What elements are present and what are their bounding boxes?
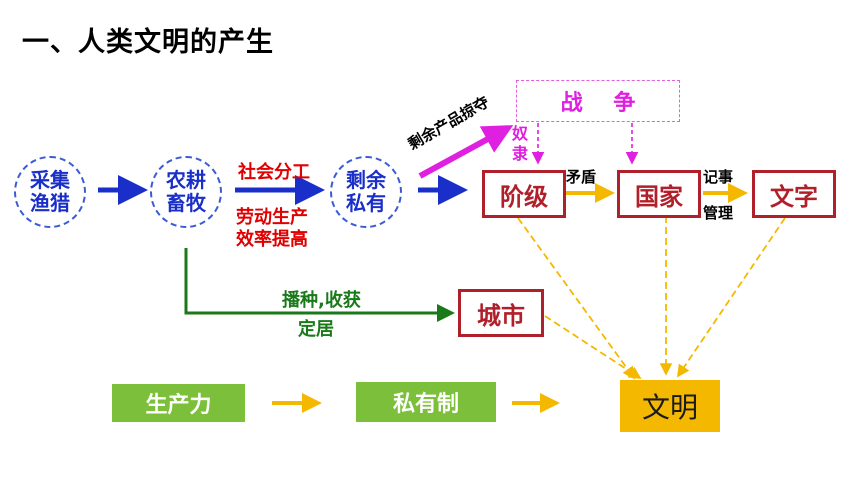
box-private-ownership: 私有制 <box>356 382 496 422</box>
node-farm-herd-line2: 畜牧 <box>166 191 206 215</box>
label-slave-1: 奴 <box>512 124 529 143</box>
label-record: 记事 <box>703 168 734 186</box>
node-surplus-private: 剩余 私有 <box>330 156 402 228</box>
node-writing: 文字 <box>752 170 836 218</box>
box-productivity: 生产力 <box>112 384 245 422</box>
label-productivity: 劳动生产 效率提高 <box>236 207 308 251</box>
node-gather-hunt-line2: 渔猎 <box>30 191 70 215</box>
label-sow-harvest: 播种,收获 <box>282 290 361 311</box>
arrow-farm-to-city <box>184 248 455 322</box>
label-productivity-line1: 劳动生产 <box>236 207 308 228</box>
node-city: 城市 <box>458 289 544 337</box>
label-division-of-labor: 社会分工 <box>238 162 310 183</box>
node-war-label: 战 争 <box>560 91 636 116</box>
node-surplus-private-line1: 剩余 <box>346 168 386 192</box>
node-class: 阶级 <box>482 170 566 218</box>
label-conflict: 矛盾 <box>566 168 597 186</box>
label-slave: 奴 隶 <box>512 124 528 164</box>
label-settle: 定居 <box>298 319 334 340</box>
node-gather-hunt-line1: 采集 <box>30 168 70 192</box>
arrow-plunder <box>418 125 514 179</box>
arrow-writing-to-civilization <box>676 217 786 378</box>
node-farm-herd-line1: 农耕 <box>166 168 206 192</box>
node-state: 国家 <box>617 170 701 218</box>
arrow-city-to-civilization <box>544 315 642 379</box>
page-title: 一、人类文明的产生 <box>22 27 274 58</box>
label-slave-2: 隶 <box>512 144 529 163</box>
node-war: 战 争 <box>516 80 680 122</box>
node-surplus-private-line2: 私有 <box>346 191 386 215</box>
label-productivity-line2: 效率提高 <box>236 229 308 250</box>
node-farm-herd: 农耕 畜牧 <box>150 156 222 228</box>
node-civilization: 文明 <box>620 380 720 432</box>
label-manage: 管理 <box>703 204 734 222</box>
node-gather-hunt: 采集 渔猎 <box>14 156 86 228</box>
